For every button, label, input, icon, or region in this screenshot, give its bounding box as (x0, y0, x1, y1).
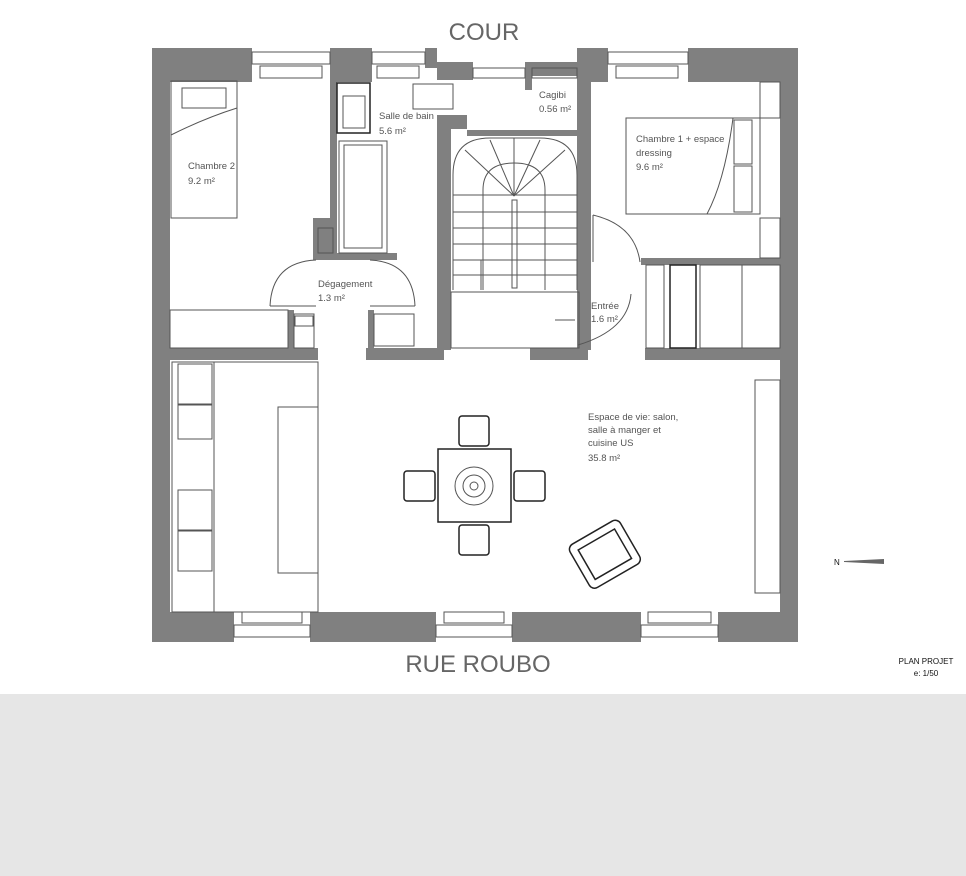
room-name: salle à manger et (588, 425, 661, 436)
north-arrow: N (834, 558, 884, 567)
room-name: dressing (636, 148, 672, 159)
bed-chambre-1 (625, 117, 761, 215)
street-label-bottom: RUE ROUBO (405, 651, 550, 678)
doors (269, 214, 641, 346)
chair (403, 470, 436, 502)
windows (233, 51, 719, 638)
room-name: Dégagement (318, 279, 373, 290)
toilet (317, 227, 334, 254)
room-area: 0.56 m² (539, 104, 571, 115)
room-name: Chambre 1 + espace (636, 134, 724, 145)
wardrobe (669, 264, 697, 349)
street-label-top: COUR (449, 19, 520, 46)
plan-title: PLAN PROJET (899, 657, 954, 666)
chair (458, 524, 490, 556)
sofa (754, 379, 781, 594)
bed-chambre-2 (170, 80, 238, 219)
sink (412, 83, 454, 110)
room-labels: COUR RUE ROUBO Chambre 2 9.2 m² Salle de… (188, 19, 724, 678)
north-label: N (834, 558, 840, 567)
chair (513, 470, 546, 502)
dining-table (403, 415, 546, 556)
room-name: cuisine US (588, 438, 633, 449)
walls (152, 48, 798, 642)
room-name: Entrée (591, 301, 619, 312)
floor-plan-sheet: COUR RUE ROUBO Chambre 2 9.2 m² Salle de… (0, 0, 966, 694)
kitchen-island (277, 406, 319, 574)
bathtub (338, 140, 388, 254)
room-name: Espace de vie: salon, (588, 412, 678, 423)
furniture (169, 80, 781, 613)
room-name: Chambre 2 (188, 161, 235, 172)
floor-plan: COUR RUE ROUBO Chambre 2 9.2 m² Salle de… (152, 19, 954, 678)
room-name: Salle de bain (379, 111, 434, 122)
washing-machine (336, 82, 371, 134)
room-area: 35.8 m² (588, 453, 620, 464)
staircase (450, 137, 580, 349)
armchair (568, 519, 642, 589)
room-area: 1.3 m² (318, 293, 345, 304)
north-arrow-icon (844, 559, 884, 564)
plan-scale: e: 1/50 (914, 669, 939, 678)
room-area: 5.6 m² (379, 126, 406, 137)
chair (458, 415, 490, 447)
room-area: 9.2 m² (188, 176, 215, 187)
room-name: Cagibi (539, 90, 566, 101)
room-area: 9.6 m² (636, 162, 663, 173)
room-area: 1.6 m² (591, 314, 618, 325)
